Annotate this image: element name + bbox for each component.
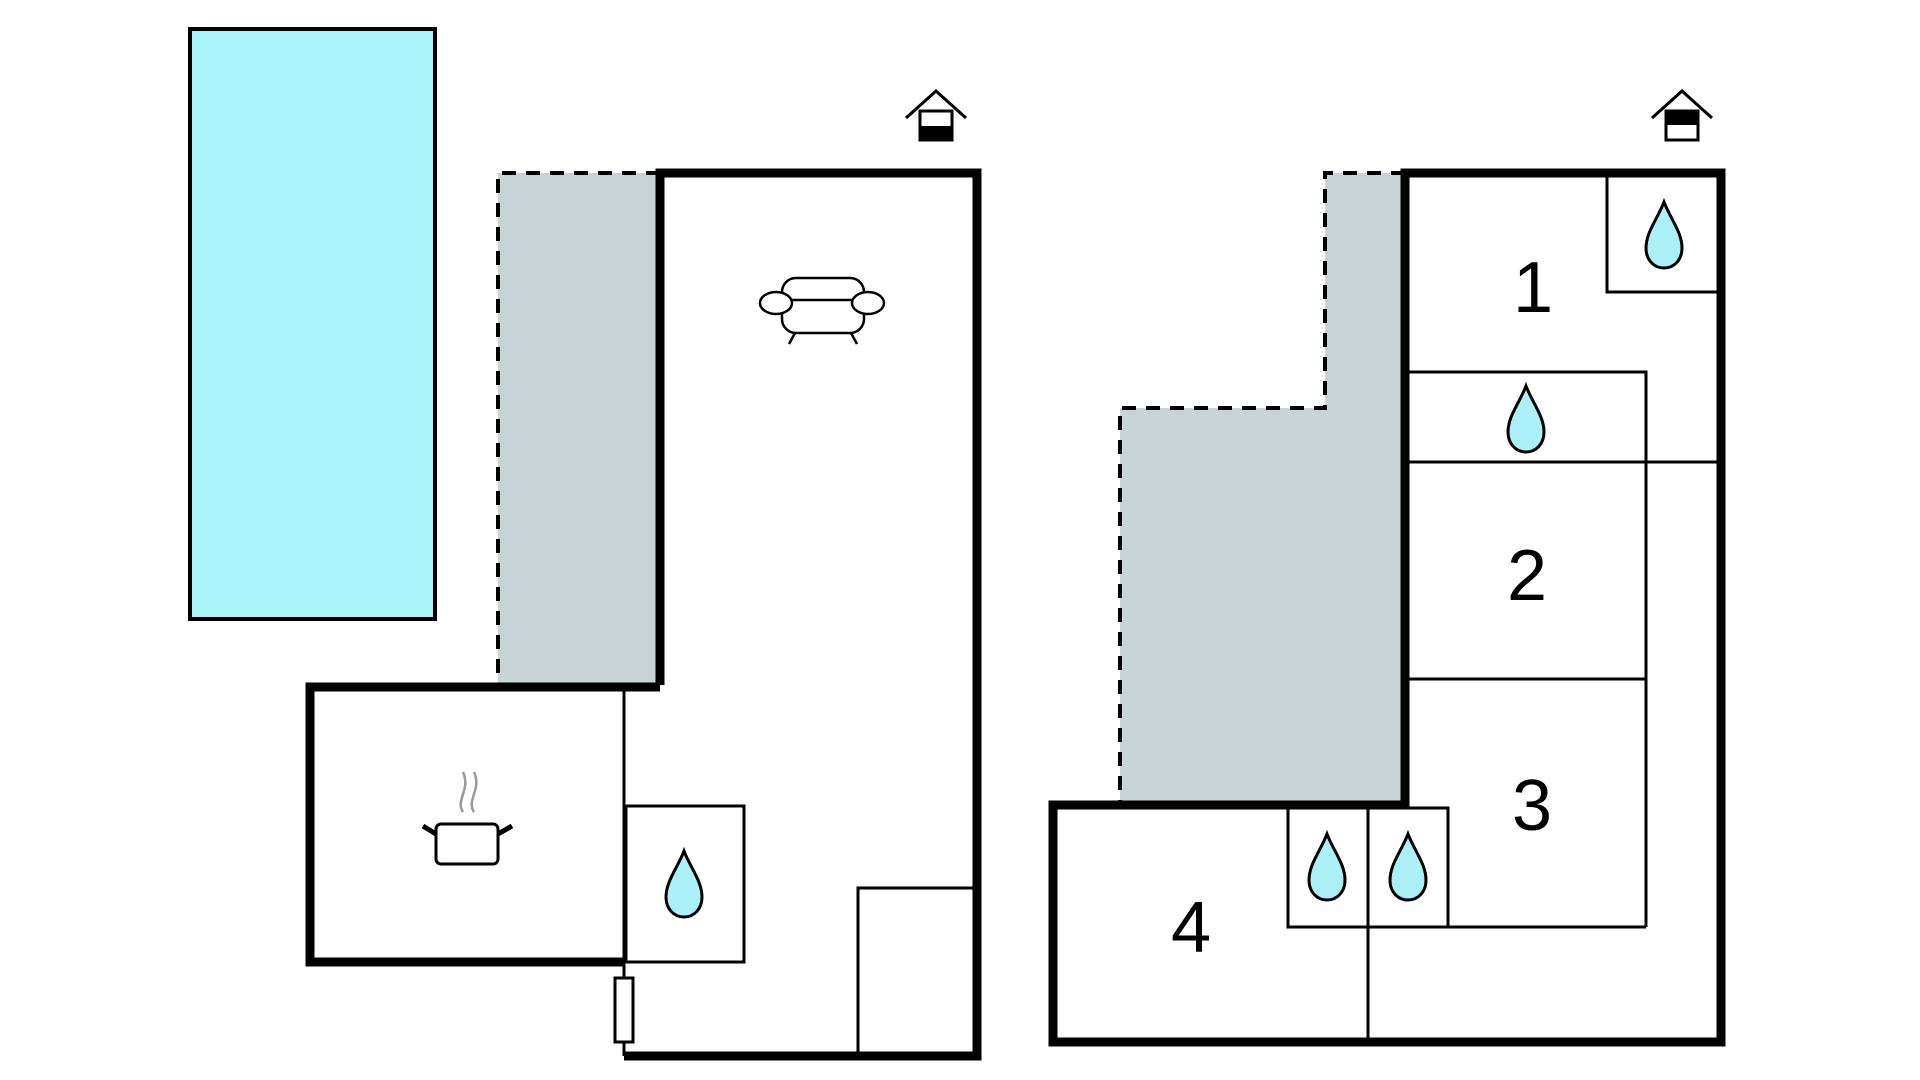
bedroom-4-bathroom-right-wall xyxy=(1368,806,1450,927)
upper-floor: 1 2 3 4 xyxy=(1048,88,1726,1047)
water-drop-icon xyxy=(1506,384,1546,454)
upper-floor-terrace xyxy=(1120,173,1405,805)
water-drop-icon xyxy=(1644,200,1684,270)
ground-floor xyxy=(305,88,982,1061)
sofa-icon xyxy=(758,276,886,345)
hall-bathroom xyxy=(1409,370,1648,462)
water-drop-icon xyxy=(1388,832,1428,902)
ground-floor-storage xyxy=(856,886,973,1054)
upper-floor-outer-walls xyxy=(1048,168,1726,1047)
house-ground-floor-icon xyxy=(904,88,968,142)
room-label-2: 2 xyxy=(1507,536,1547,616)
entrance-door xyxy=(613,976,635,1044)
room-label-4: 4 xyxy=(1171,888,1211,968)
room-label-3: 3 xyxy=(1512,766,1552,846)
bedroom-3-bottom-wall xyxy=(1286,808,1646,929)
ground-floor-terrace-dashed-edge xyxy=(496,171,660,685)
water-drop-icon xyxy=(1307,832,1347,902)
kitchen-walls xyxy=(305,682,660,967)
living-room-walls xyxy=(624,168,982,1061)
cooking-pot-icon xyxy=(421,771,514,866)
ground-floor-bathroom xyxy=(624,804,746,964)
upper-floor-terrace-dashed-edge xyxy=(1118,171,1405,805)
room-label-1: 1 xyxy=(1513,248,1553,328)
house-upper-floor-icon xyxy=(1650,88,1714,142)
swimming-pool xyxy=(188,27,437,621)
water-drop-icon xyxy=(664,849,704,919)
bedroom-1-bathroom xyxy=(1605,173,1718,294)
ground-floor-terrace xyxy=(498,173,660,685)
